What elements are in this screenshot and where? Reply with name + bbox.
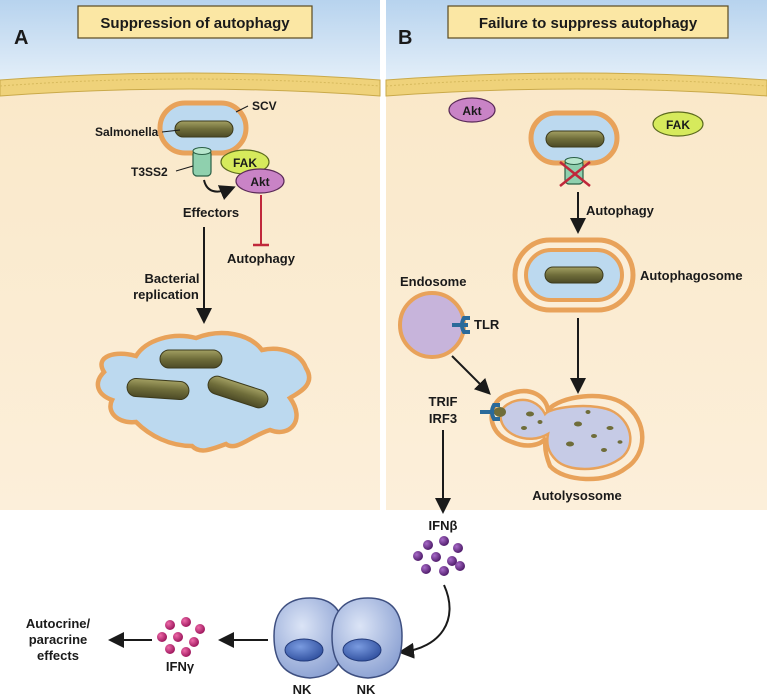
label-autophagy-a: Autophagy [227, 251, 296, 266]
label-nk-2: NK [357, 682, 376, 697]
akt-protein-free [448, 97, 496, 123]
blocked-cross-icon [559, 161, 591, 187]
label-trif: TRIF [429, 394, 458, 409]
autolysosome-inner [499, 398, 632, 471]
panel-a-membrane [0, 72, 381, 97]
salmonella-bacterium [174, 120, 234, 138]
nk-nucleus-2 [342, 638, 382, 662]
label-irf3: IRF3 [429, 411, 457, 426]
bacterium-autophagosome [544, 266, 604, 284]
label-effects-3: effects [37, 648, 79, 663]
panel-b-title-box [447, 5, 729, 39]
label-t3ss2: T3SS2 [131, 165, 168, 179]
endosome-fusion-arrow [451, 355, 491, 395]
akt-protein [235, 168, 285, 194]
label-effectors: Effectors [183, 205, 239, 220]
label-endosome: Endosome [400, 274, 466, 289]
nk-cell-2 [331, 597, 403, 679]
bottom-region: IFNβ NK NK [26, 518, 465, 697]
salmonella-bacterium-b [545, 130, 605, 148]
label-nk-1: NK [293, 682, 312, 697]
label-fak-b: FAK [666, 118, 690, 132]
panel-b-title: Failure to suppress autophagy [479, 15, 698, 32]
label-effects-2: paracrine [29, 632, 88, 647]
panel-b: B Failure to suppress autophagy Akt FAK … [385, 0, 767, 514]
label-replication-1: Bacterial [145, 271, 200, 286]
ifn-beta-cluster [413, 536, 465, 576]
replicative-vacuole [95, 330, 312, 453]
nk-cell-1 [273, 597, 345, 679]
panel-a: A Suppression of autophagy SCV Salmonell… [0, 0, 381, 510]
label-fak-a: FAK [233, 156, 257, 170]
bacterium-2 [126, 377, 190, 401]
bacterium-1 [159, 349, 223, 369]
panel-b-membrane [385, 72, 767, 97]
label-ifnb: IFNβ [429, 518, 458, 533]
label-akt-b: Akt [462, 104, 481, 118]
effector-arrow [203, 179, 236, 200]
degraded-fragments [521, 410, 623, 452]
label-tlr: TLR [474, 317, 500, 332]
tlr-receptor-icon [452, 316, 470, 334]
panel-b-letter: B [398, 27, 412, 49]
label-salmonella: Salmonella [95, 125, 159, 139]
ifnb-to-nk-arrow [398, 584, 451, 659]
tlr-receptor-autolysosome-icon [480, 403, 506, 421]
panel-a-title-box [77, 5, 313, 39]
fak-protein-free [652, 111, 704, 137]
bacterium-3 [207, 375, 269, 409]
panel-a-title: Suppression of autophagy [100, 15, 290, 32]
label-scv: SCV [252, 99, 277, 113]
label-replication-2: replication [133, 287, 199, 302]
nk-nucleus-1 [284, 638, 324, 662]
panel-a-letter: A [14, 27, 28, 49]
label-autophagy-b: Autophagy [586, 203, 655, 218]
label-autolysosome: Autolysosome [532, 488, 622, 503]
label-autophagosome: Autophagosome [640, 268, 743, 283]
label-effects-1: Autocrine/ [26, 616, 91, 631]
t3ss2-icon [192, 147, 212, 177]
label-akt-a: Akt [250, 175, 269, 189]
ifn-gamma-cluster [157, 617, 205, 657]
label-ifng: IFNγ [166, 659, 195, 674]
